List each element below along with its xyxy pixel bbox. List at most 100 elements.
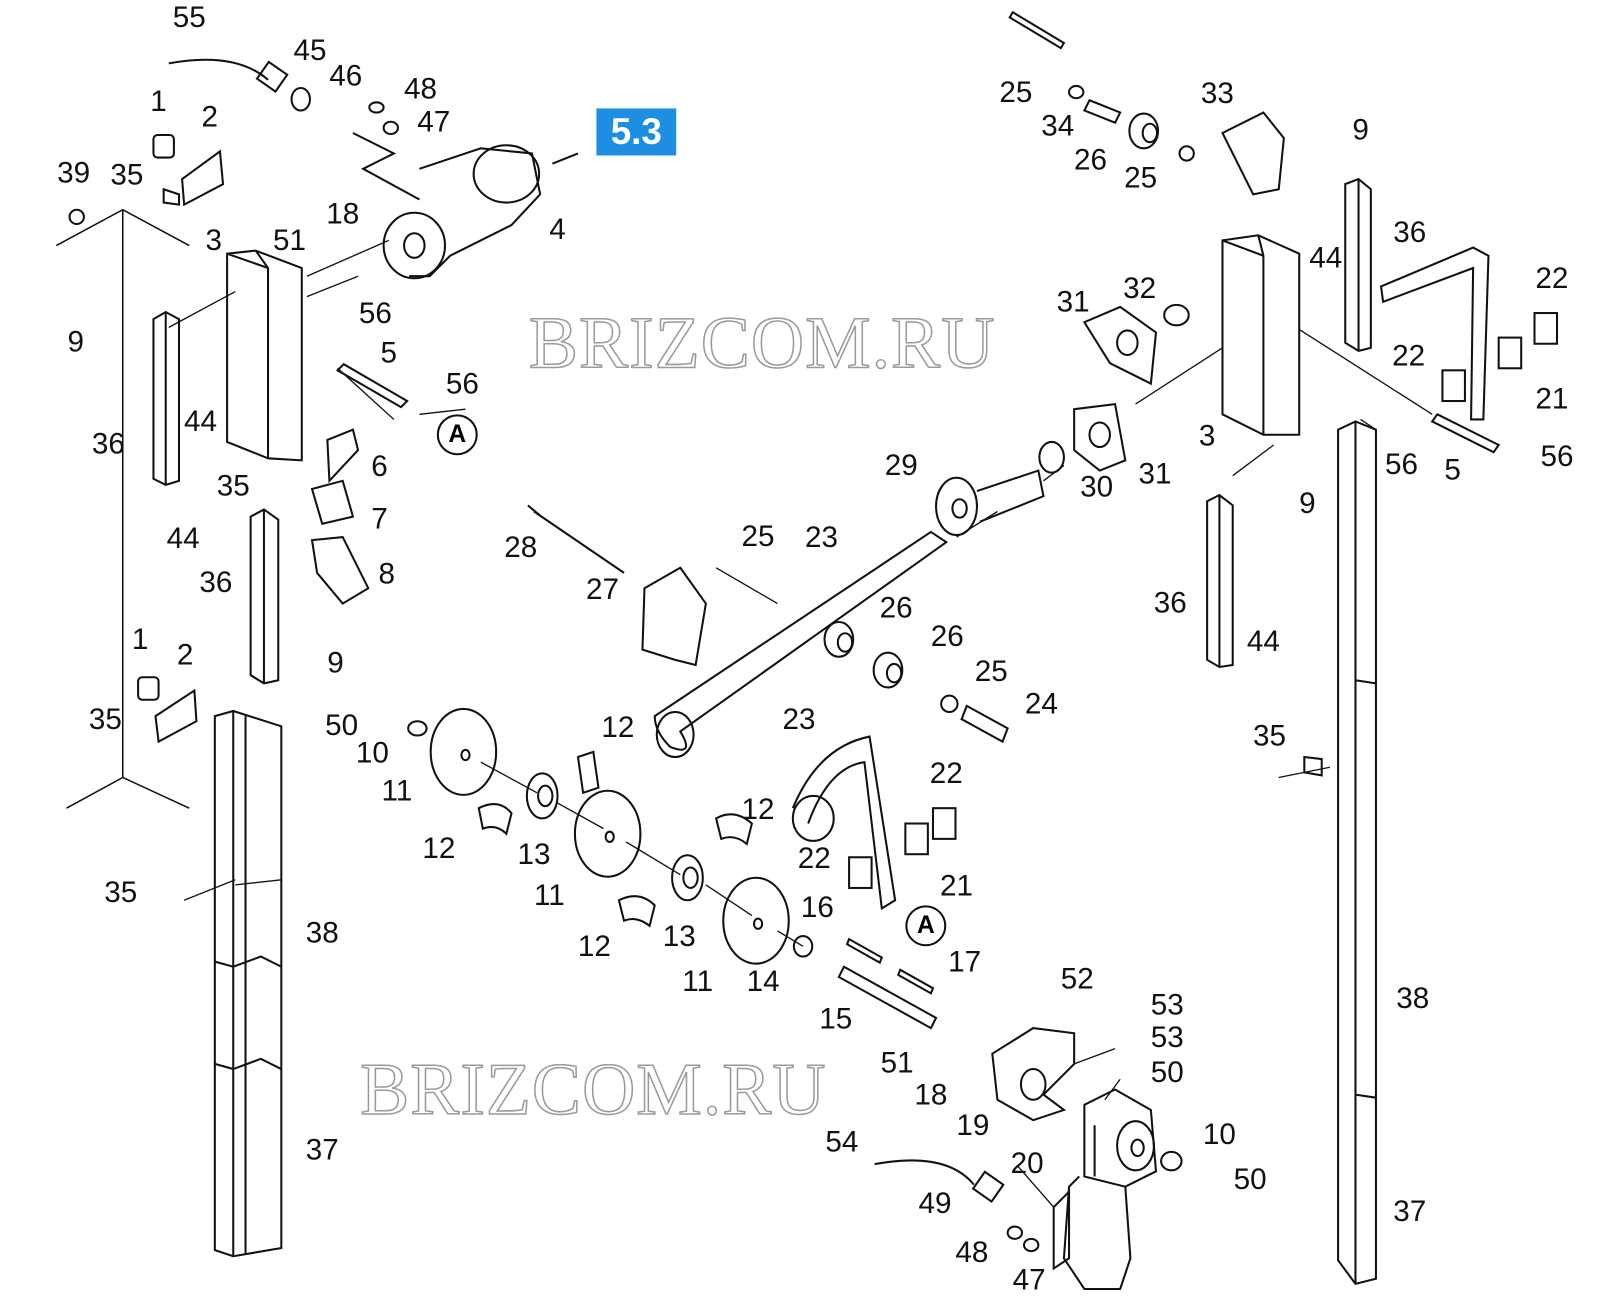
callout-label: 48 (955, 1236, 989, 1270)
callout-label: 48 (403, 73, 437, 106)
clip-35 (162, 187, 181, 206)
washer-48-lower (1006, 1225, 1024, 1240)
key-17 (896, 968, 935, 995)
callout-label: 3 (205, 224, 223, 258)
guide-rail-36-right-lower (1206, 493, 1234, 669)
callout-label: 35 (110, 159, 144, 192)
bracket-3-right (1221, 234, 1301, 436)
callout-label: 18 (326, 197, 360, 231)
callout-label: 26 (1074, 143, 1108, 177)
callout-label: 27 (586, 573, 620, 607)
reference-marker-a-lower: A (905, 905, 947, 947)
plate-22b (931, 807, 957, 840)
callout-label: 31 (1138, 457, 1172, 491)
guide-rail-36 (152, 310, 181, 487)
callout-label: 36 (1393, 216, 1427, 250)
callout-label: 18 (914, 1078, 948, 1112)
callout-label: 35 (104, 876, 138, 909)
callout-label: 7 (371, 502, 388, 536)
callout-label: 8 (378, 558, 395, 591)
callout-label: 24 (1024, 687, 1058, 721)
callout-label: 21 (1535, 383, 1569, 416)
bracket-27 (641, 566, 707, 667)
nut-47-lower (1023, 1237, 1040, 1253)
callout-label: 50 (1233, 1163, 1267, 1197)
callout-label: 12 (577, 930, 611, 964)
callout-label: 9 (1352, 114, 1369, 147)
callout-label: 47 (417, 105, 451, 139)
flange-assembly (935, 303, 1190, 537)
callout-label: 11 (381, 774, 413, 808)
lever-arm (1379, 246, 1490, 421)
callout-label: 28 (504, 531, 538, 565)
key-16 (845, 937, 884, 965)
cable-gland-45 (255, 60, 289, 93)
plate-22-right (1533, 312, 1559, 345)
callout-label: 25 (974, 655, 1008, 688)
callout-label: 36 (91, 428, 125, 461)
callout-label: 22 (929, 757, 963, 791)
callout-label: 26 (930, 620, 964, 654)
callout-label: 44 (184, 405, 218, 439)
frame-outline (55, 208, 190, 809)
plate-21-right (1497, 336, 1523, 370)
bushing-14 (792, 935, 814, 958)
callout-label: 1 (150, 85, 167, 119)
callout-label: 39 (57, 157, 91, 190)
callout-label: 13 (662, 920, 696, 953)
callout-label: 53 (1150, 1021, 1184, 1055)
guide-rail-36-lower (249, 508, 280, 685)
callout-label: 33 (1200, 77, 1234, 110)
nut-39 (68, 208, 85, 226)
callout-label: 50 (1150, 1056, 1184, 1089)
callout-label: 56 (1540, 440, 1574, 474)
callout-label: 56 (445, 367, 479, 401)
callout-label: 20 (1010, 1147, 1044, 1181)
section-badge[interactable]: 5.3 (596, 108, 677, 156)
leader-lines (168, 239, 1433, 1208)
reference-marker-a: A (436, 414, 478, 456)
callout-label: 36 (199, 566, 233, 599)
callout-label: 2 (176, 638, 194, 672)
watermark-top: BRIZCOM.RU (528, 301, 996, 384)
callout-label: 36 (1153, 586, 1187, 620)
callout-label: 34 (1041, 109, 1075, 143)
switch-1 (152, 134, 175, 159)
callout-label: 23 (804, 521, 838, 554)
cam-8 (310, 535, 370, 605)
callout-label: 26 (879, 591, 913, 625)
callout-label: 21 (940, 870, 974, 903)
hubs-13 (525, 772, 704, 902)
bracket-2-lower (154, 688, 198, 744)
callout-label: 46 (329, 59, 363, 93)
washer-48 (368, 101, 385, 114)
callout-label: 9 (1299, 487, 1316, 521)
bracket-2 (181, 149, 225, 207)
callout-label: 5 (380, 337, 397, 370)
belt-23 (653, 530, 949, 751)
callout-label: 12 (741, 793, 775, 827)
callout-label: 25 (1124, 162, 1158, 195)
callout-label: 22 (797, 842, 831, 876)
top-bolt-assembly (1008, 10, 1195, 162)
switch-1-lower (137, 676, 160, 701)
callout-label: 22 (1392, 340, 1426, 373)
bracket-3 (226, 249, 303, 462)
callout-label: 9 (327, 647, 344, 680)
callout-label: 1 (131, 623, 149, 657)
callout-label: 19 (956, 1109, 990, 1143)
callout-label: 44 (1309, 241, 1343, 275)
cam-7 (310, 479, 355, 525)
callout-label: 2 (201, 100, 218, 134)
callout-label: 10 (355, 737, 389, 770)
clip-35-right (1303, 755, 1323, 777)
bracket-19 (991, 1027, 1076, 1122)
shaft-15 (837, 965, 938, 1030)
callout-label: 56 (358, 297, 392, 330)
callout-label: 35 (216, 470, 250, 503)
cable-55 (168, 58, 269, 81)
callout-label: 9 (67, 325, 84, 359)
gearmotor-20 (1052, 1088, 1183, 1291)
callout-label: 17 (948, 945, 982, 979)
